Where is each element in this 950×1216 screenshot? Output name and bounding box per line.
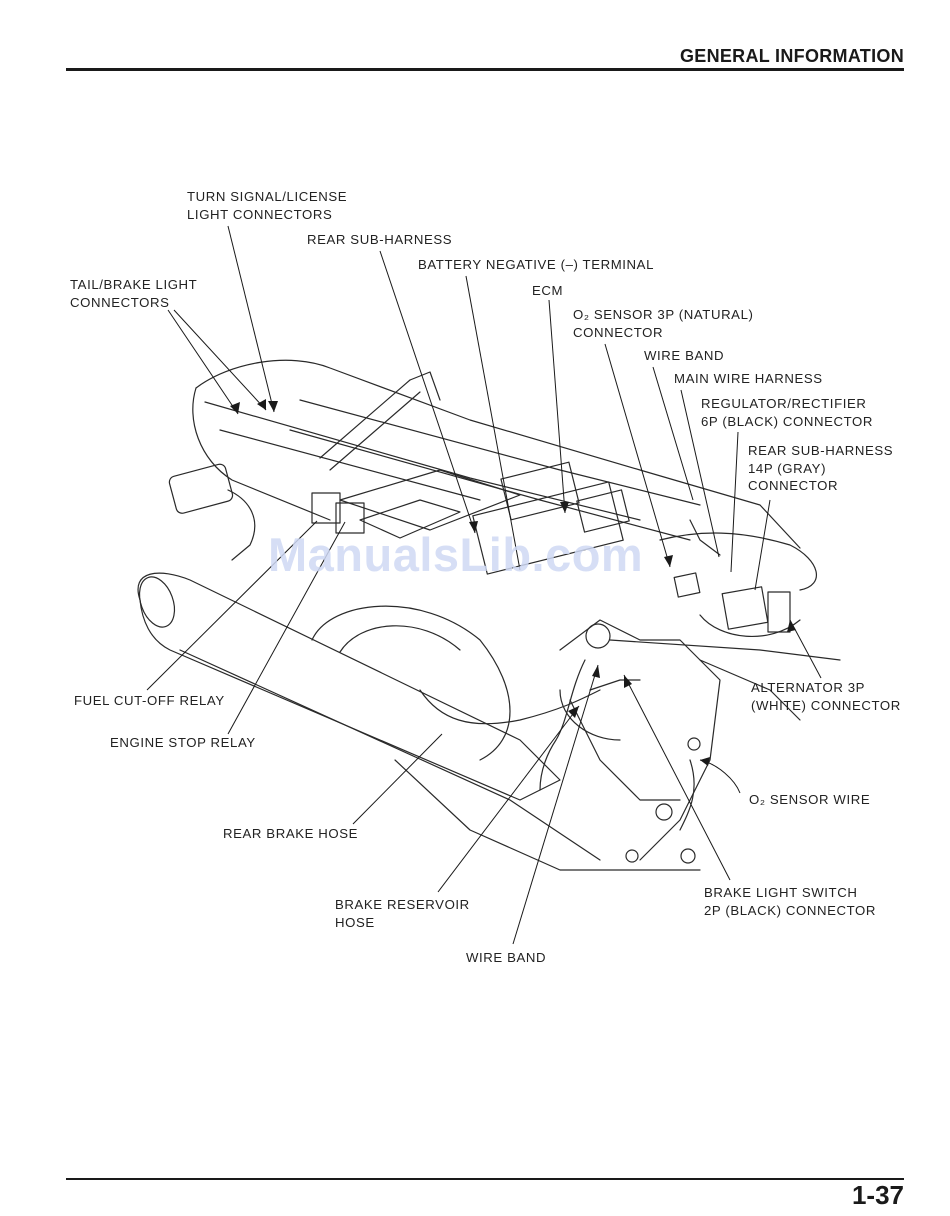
callout-turn-signal: TURN SIGNAL/LICENSE LIGHT CONNECTORS [187,189,348,222]
callout-ecm: ECM [532,283,564,298]
callout-rear-sub-harness: REAR SUB-HARNESS [307,232,453,247]
callout-brake-reservoir-hose: BRAKE RESERVOIR HOSE [335,897,470,930]
callout-engine-stop-relay: ENGINE STOP RELAY [110,735,256,750]
callout-regulator-rectifier: REGULATOR/RECTIFIER 6P (BLACK) CONNECTOR [701,396,873,429]
callout-wire-band-top: WIRE BAND [644,348,725,363]
callout-battery-negative: BATTERY NEGATIVE (–) TERMINAL [418,257,655,272]
tail-light-block [168,463,234,514]
callout-brake-light-switch: BRAKE LIGHT SWITCH 2P (BLACK) CONNECTOR [704,885,876,918]
header-rule [66,68,904,71]
footpeg-bracket [559,619,721,861]
rear-brake-hose-shape [419,689,601,725]
callout-rear-brake-hose: REAR BRAKE HOSE [223,826,359,841]
footer-rule [66,1178,904,1180]
callout-tail-brake: TAIL/BRAKE LIGHT CONNECTORS [70,277,198,310]
page-number: 1-37 [851,1180,904,1210]
callout-rear-sub-harness-14p: REAR SUB-HARNESS 14P (GRAY) CONNECTOR [748,443,894,493]
callout-fuel-cut-off-relay: FUEL CUT-OFF RELAY [74,693,225,708]
engine-stop-relay-shape [335,502,365,534]
frame-rail-upper [299,399,701,506]
wheel-arc [311,605,511,761]
callout-wire-band-bottom: WIRE BAND [466,950,547,965]
main-wire-harness-shape [659,532,817,591]
rear-fender-outline [195,359,801,549]
ecm-module [500,461,580,521]
watermark: ManualsLib.com [268,528,644,581]
section-title: GENERAL INFORMATION [679,46,904,66]
callout-o2-sensor-wire: O₂ SENSOR WIRE [749,792,871,807]
muffler-outline [137,572,561,801]
callout-o2-sensor-connector: O₂ SENSOR 3P (NATURAL) CONNECTOR [573,307,754,340]
callout-alternator: ALTERNATOR 3P (WHITE) CONNECTOR [751,680,901,713]
battery-box [472,481,624,575]
callout-main-wire-harness: MAIN WIRE HARNESS [674,371,823,386]
fuel-cut-off-relay-shape [311,492,341,524]
